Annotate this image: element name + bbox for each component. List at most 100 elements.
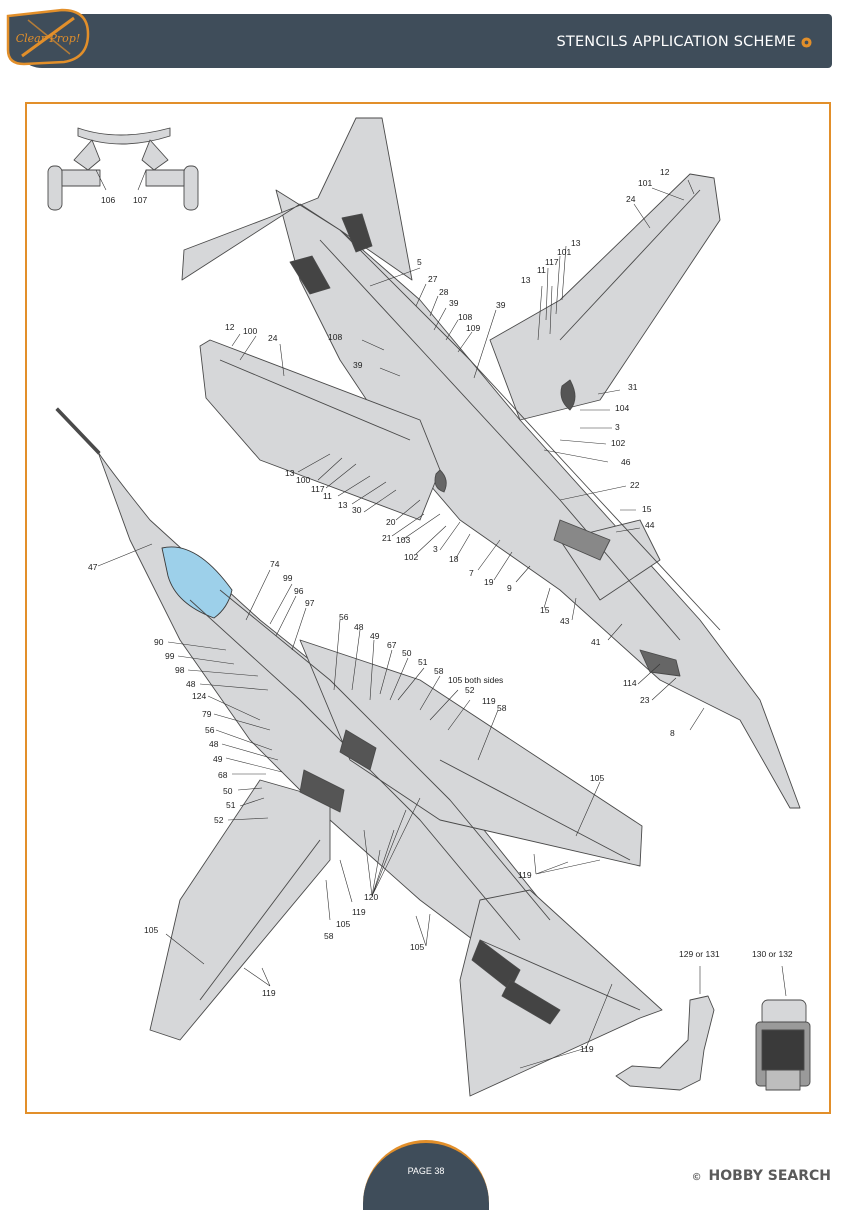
callout-117: 117 — [311, 484, 325, 494]
callout-12: 12 — [660, 167, 670, 177]
callout-105: 105 — [144, 925, 158, 935]
callout-68: 68 — [218, 770, 228, 780]
brand-logo: Clear Prop! — [6, 8, 90, 66]
callout-56: 56 — [205, 725, 215, 735]
ejection-seat-front — [755, 999, 811, 1091]
callout-15: 15 — [540, 605, 550, 615]
callout-13: 13 — [521, 275, 531, 285]
callout-49: 49 — [370, 631, 380, 641]
callout-19: 19 — [484, 577, 494, 587]
callout-90: 90 — [154, 637, 164, 647]
callout-98: 98 — [175, 665, 185, 675]
callout-99: 99 — [283, 573, 293, 583]
callout-22: 22 — [630, 480, 640, 490]
callout-50: 50 — [223, 786, 233, 796]
callout-51: 51 — [226, 800, 236, 810]
callout-79: 79 — [202, 709, 212, 719]
callout-102: 102 — [404, 552, 418, 562]
callout-99: 99 — [165, 651, 175, 661]
callout-43: 43 — [560, 616, 570, 626]
callout-49: 49 — [213, 754, 223, 764]
watermark: © HOBBY SEARCH — [692, 1168, 831, 1184]
callout-117: 117 — [545, 257, 559, 267]
callout-24: 24 — [268, 333, 278, 343]
callout-11: 11 — [323, 491, 332, 501]
callout-103: 103 — [396, 535, 410, 545]
callout-119: 119 — [482, 696, 496, 706]
callout-119: 119 — [518, 870, 532, 880]
callout-39: 39 — [353, 360, 363, 370]
callout-52: 52 — [214, 815, 224, 825]
callout-30: 30 — [352, 505, 362, 515]
callout-97: 97 — [305, 598, 315, 608]
callout-48: 48 — [354, 622, 364, 632]
callout-18: 18 — [449, 554, 459, 564]
callout-28: 28 — [439, 287, 449, 297]
callout-96: 96 — [294, 586, 304, 596]
callout-31: 31 — [628, 382, 638, 392]
callout-27: 27 — [428, 274, 438, 284]
callout-20: 20 — [386, 517, 396, 527]
callout-12: 12 — [225, 322, 235, 332]
callout-74: 74 — [270, 559, 280, 569]
landing-gear-drawing — [47, 127, 199, 211]
callout-13: 13 — [571, 238, 581, 248]
callout-11: 11 — [537, 265, 546, 275]
callout-100: 100 — [296, 475, 310, 485]
callout-39: 39 — [496, 300, 506, 310]
ejection-seat-side — [615, 995, 715, 1091]
callout-108: 108 — [458, 312, 472, 322]
callout-41: 41 — [591, 637, 601, 647]
callout-58: 58 — [497, 703, 507, 713]
callout-105: 105 — [410, 942, 424, 952]
callout-24: 24 — [626, 194, 636, 204]
callout-47: 47 — [88, 562, 98, 572]
callout-119: 119 — [580, 1044, 594, 1054]
callout-52: 52 — [465, 685, 475, 695]
callout-44: 44 — [645, 520, 655, 530]
callout-13: 13 — [285, 468, 295, 478]
watermark-symbol: © — [691, 1172, 702, 1183]
callout-107: 107 — [133, 195, 147, 205]
callout-56: 56 — [339, 612, 349, 622]
callout-114: 114 — [623, 678, 637, 688]
callout-58: 58 — [434, 666, 444, 676]
callout-58: 58 — [324, 931, 334, 941]
callout-3: 3 — [433, 544, 438, 554]
callout-124: 124 — [192, 691, 206, 701]
page-number: PAGE 38 — [407, 1166, 445, 1176]
callout-109: 109 — [466, 323, 480, 333]
callout-5: 5 — [417, 257, 422, 267]
callout-104: 104 — [615, 403, 629, 413]
callout-101: 101 — [638, 178, 652, 188]
callout-67: 67 — [387, 640, 397, 650]
callout-23: 23 — [640, 695, 650, 705]
callout-48: 48 — [186, 679, 196, 689]
callout-3: 3 — [615, 422, 620, 432]
callout-7: 7 — [469, 568, 474, 578]
callout-105-both-sides: 105 both sides — [448, 675, 503, 685]
aircraft-top-view — [181, 117, 801, 809]
callout-129-or-131: 129 or 131 — [679, 949, 720, 959]
callout-39: 39 — [449, 298, 459, 308]
logo-text: Clear Prop! — [16, 32, 81, 45]
callout-102: 102 — [611, 438, 625, 448]
callout-106: 106 — [101, 195, 115, 205]
callout-105: 105 — [590, 773, 604, 783]
callout-119: 119 — [352, 907, 366, 917]
callout-50: 50 — [402, 648, 412, 658]
callout-9: 9 — [507, 583, 512, 593]
callout-15: 15 — [642, 504, 652, 514]
callout-46: 46 — [621, 457, 631, 467]
callout-21: 21 — [382, 533, 392, 543]
callout-120: 120 — [364, 892, 378, 902]
callout-8: 8 — [670, 728, 675, 738]
callout-51: 51 — [418, 657, 428, 667]
header-bar: STENCILS APPLICATION SCHEME — [14, 14, 832, 68]
content-frame — [25, 102, 831, 1114]
aircraft-bottom-view — [55, 407, 663, 1097]
callout-100: 100 — [243, 326, 257, 336]
callout-101: 101 — [557, 247, 571, 257]
page-title: STENCILS APPLICATION SCHEME — [556, 34, 796, 50]
